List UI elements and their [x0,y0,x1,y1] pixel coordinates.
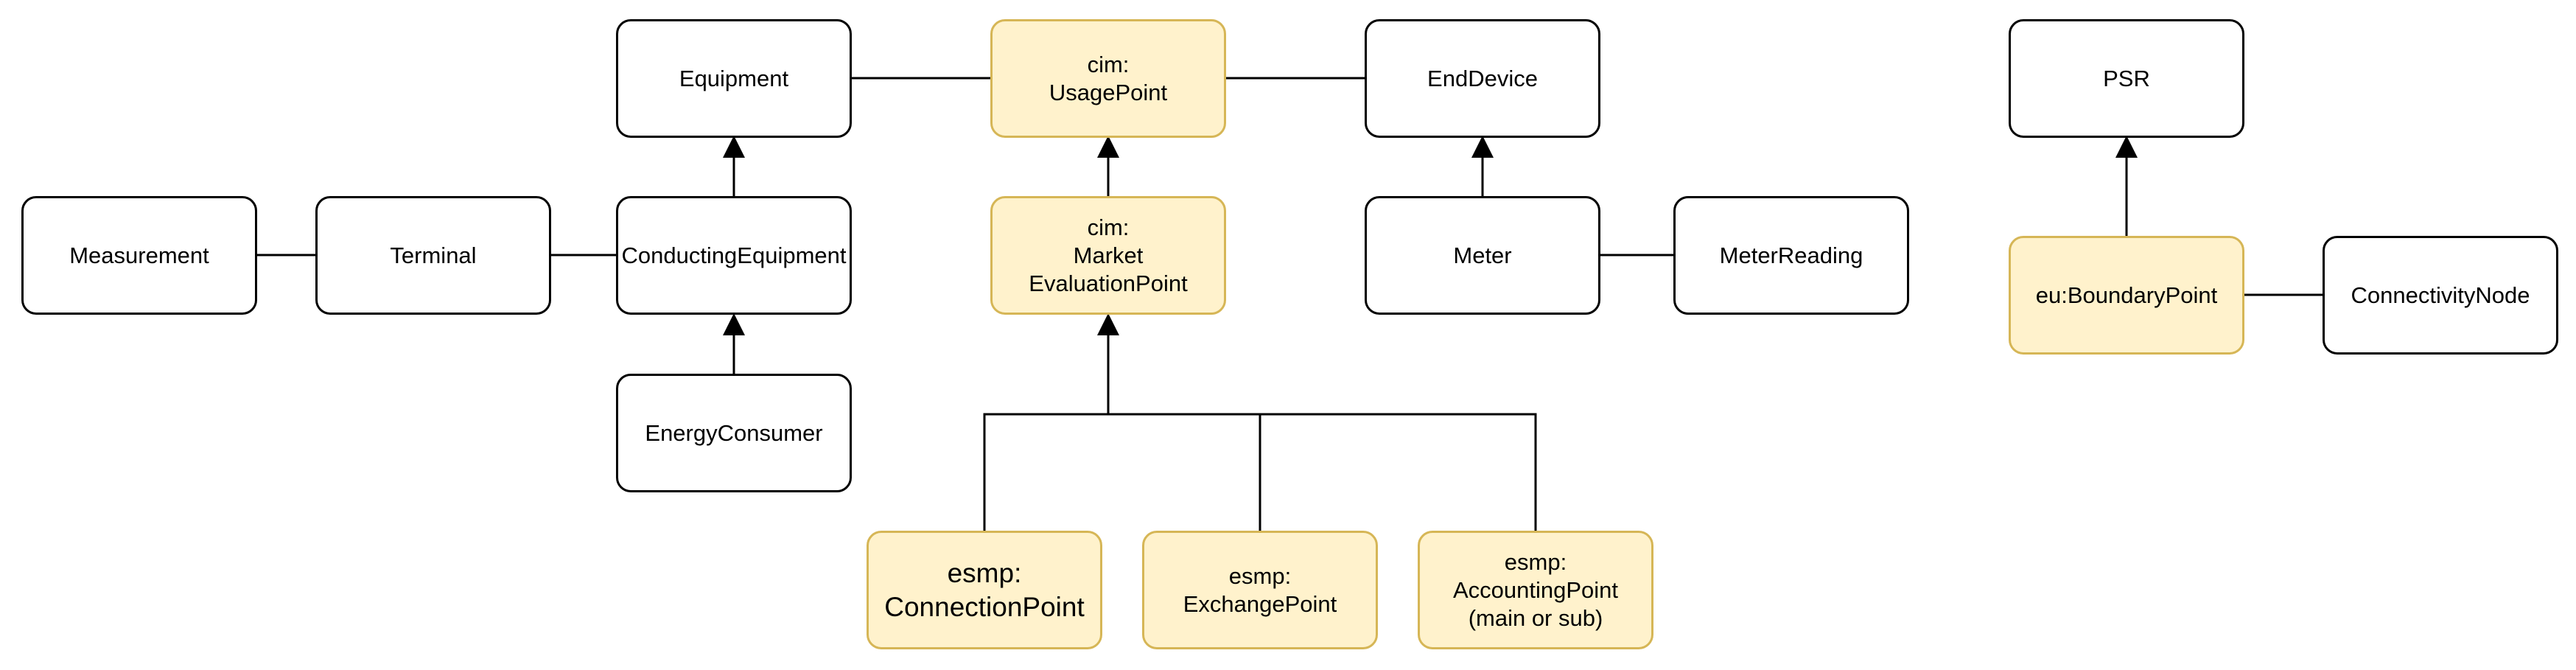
conducting-equipment-node[interactable]: ConductingEquipment [616,196,852,315]
connectivity-node-node[interactable]: ConnectivityNode [2323,236,2558,355]
connection-point-node[interactable]: esmp: ConnectionPoint [867,531,1102,649]
market-evaluation-point-node[interactable]: cim: Market EvaluationPoint [990,196,1226,315]
psr-node[interactable]: PSR [2009,19,2244,138]
terminal-node[interactable]: Terminal [315,196,551,315]
energy-consumer-node[interactable]: EnergyConsumer [616,374,852,492]
equipment-node[interactable]: Equipment [616,19,852,138]
exchange-point-node[interactable]: esmp: ExchangePoint [1142,531,1378,649]
boundary-point-node[interactable]: eu:BoundaryPoint [2009,236,2244,355]
end-device-node[interactable]: EndDevice [1365,19,1600,138]
accounting-point-node[interactable]: esmp: AccountingPoint (main or sub) [1418,531,1653,649]
usage-point-node[interactable]: cim: UsagePoint [990,19,1226,138]
meter-reading-node[interactable]: MeterReading [1673,196,1909,315]
measurement-node[interactable]: Measurement [21,196,257,315]
meter-node[interactable]: Meter [1365,196,1600,315]
